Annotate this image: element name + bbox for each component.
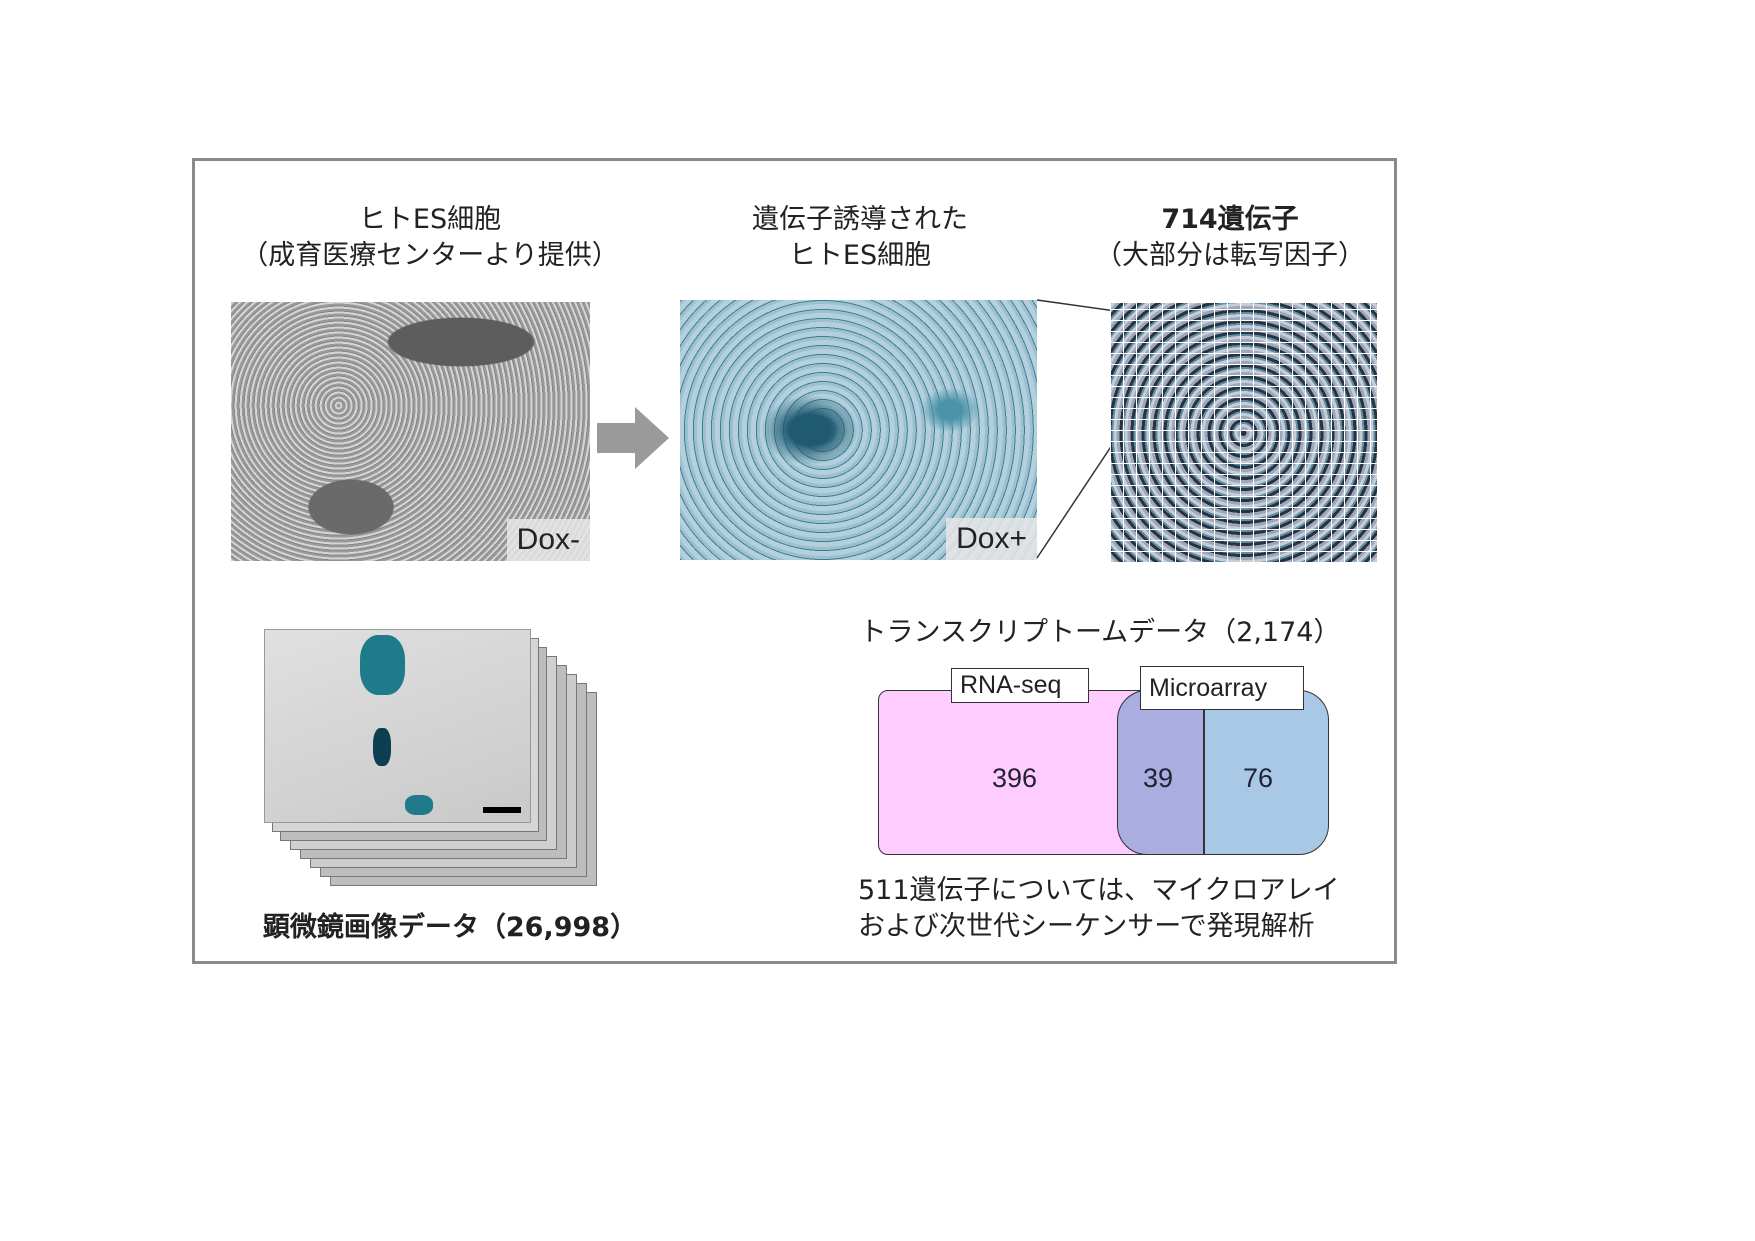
figure-frame (192, 158, 1397, 964)
gene-image-grid (1110, 303, 1377, 563)
note-line: 511遺伝子については、マイクロアレイ (858, 875, 1340, 906)
header-line: ヒトES細胞 (788, 240, 932, 271)
genes-header: 714遺伝子 （大部分は転写因子） (1080, 202, 1380, 274)
overlap-count: 39 (1143, 763, 1174, 793)
rnaseq-label: RNA-seq (951, 668, 1089, 703)
transcriptome-note: 511遺伝子については、マイクロアレイ および次世代シーケンサーで発現解析 (858, 873, 1340, 945)
dox-plus-label: Dox+ (946, 518, 1037, 560)
arrow-right-icon (597, 407, 669, 469)
set-divider (1203, 691, 1205, 854)
stained-colony (373, 728, 391, 766)
microscopy-image (265, 630, 530, 822)
scale-bar (483, 807, 521, 813)
note-line: および次世代シーケンサーで発現解析 (858, 911, 1315, 942)
header-line: 遺伝子誘導された (752, 204, 968, 235)
stained-colony (360, 635, 405, 695)
microarray-only-count: 76 (1243, 763, 1274, 793)
dox-minus-label: Dox- (506, 519, 590, 561)
header-line: （大部分は転写因子） (1095, 240, 1365, 271)
es-cells-image: Dox- (231, 302, 590, 561)
transcriptome-title: トランスクリプトームデータ（2,174） (859, 617, 1341, 648)
stained-colony (405, 795, 433, 815)
induced-cells-image: Dox+ (680, 300, 1037, 560)
induced-header: 遺伝子誘導された ヒトES細胞 (700, 202, 1020, 274)
es-cells-header: ヒトES細胞 （成育医療センターより提供） (220, 202, 640, 274)
header-line: 714遺伝子 (1161, 204, 1299, 235)
microarray-label: Microarray (1140, 666, 1304, 710)
microscopy-caption: 顕微鏡画像データ（26,998） (262, 912, 638, 943)
header-line: （成育医療センターより提供） (241, 240, 619, 271)
header-line: ヒトES細胞 (358, 204, 502, 235)
microarray-set (1117, 690, 1329, 855)
rnaseq-only-count: 396 (992, 763, 1038, 793)
